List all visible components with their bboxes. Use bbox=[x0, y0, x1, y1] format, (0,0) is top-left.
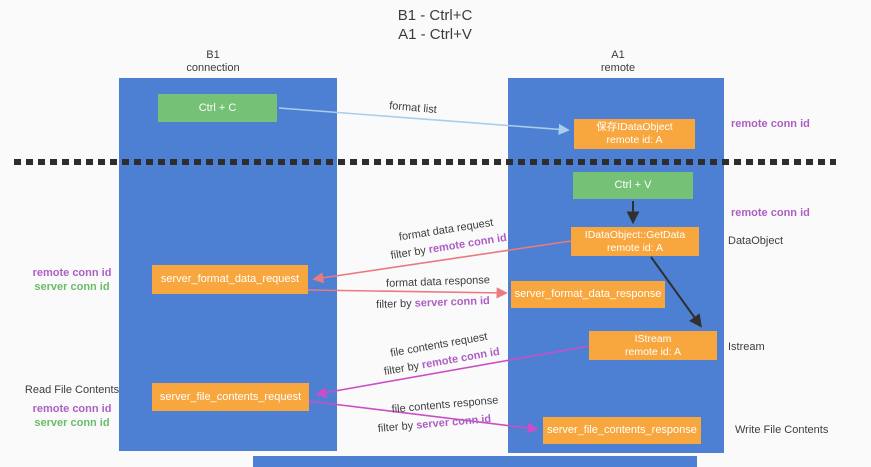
ctrl-c-box: Ctrl + C bbox=[158, 94, 277, 122]
save-idataobject-box: 保存IDataObject remote id: A bbox=[574, 119, 695, 149]
format-data-response-arrow bbox=[307, 287, 508, 299]
server-file-contents-request-box: server_file_contents_request bbox=[152, 383, 309, 411]
server-format-data-request-box: server_format_data_request bbox=[152, 265, 308, 294]
dataobject-label: DataObject bbox=[728, 235, 784, 247]
ctrl-v-label: Ctrl + V bbox=[614, 179, 652, 191]
file-contents-request-label: file contents request filter byremote co… bbox=[366, 325, 515, 384]
filter-by-text: filter by bbox=[389, 244, 427, 263]
server-file-contents-request-label: server_file_contents_request bbox=[159, 390, 302, 403]
left-remote-conn-id-bottom: remote conn id bbox=[32, 403, 112, 415]
write-file-contents-label: Write File Contents bbox=[735, 424, 829, 436]
column-b1-name: B1 bbox=[206, 49, 220, 61]
left-server-conn-id-top: server conn id bbox=[34, 281, 110, 293]
column-header-b1: B1 connection bbox=[163, 49, 263, 75]
istream-line2: remote id: A bbox=[624, 345, 682, 358]
column-a1-role: remote bbox=[600, 62, 636, 74]
page-title: B1 - Ctrl+C A1 - Ctrl+V bbox=[350, 6, 520, 44]
column-b1-role: connection bbox=[186, 62, 240, 74]
save-idataobject-line1: 保存IDataObject bbox=[596, 121, 673, 133]
bottom-partial-shape bbox=[253, 456, 697, 467]
istream-box: IStream remote id: A bbox=[589, 331, 717, 360]
getdata-line1: IDataObject::GetData bbox=[584, 228, 686, 241]
title-line-2: A1 - Ctrl+V bbox=[398, 26, 472, 43]
format-list-label: format list bbox=[388, 99, 438, 117]
format-data-request-label: format data request filter byremote conn… bbox=[373, 211, 522, 267]
right-remote-conn-id-mid: remote conn id bbox=[731, 207, 810, 219]
filter-by-text: filter by bbox=[377, 419, 414, 435]
column-header-a1: A1 remote bbox=[568, 49, 668, 75]
save-idataobject-line2: remote id: A bbox=[606, 134, 663, 146]
server-file-contents-response-label: server_file_contents_response bbox=[547, 424, 697, 436]
server-conn-id-text: server conn id bbox=[415, 413, 492, 432]
istream-side-label: Istream bbox=[728, 341, 765, 353]
filter-by-text: filter by bbox=[375, 297, 412, 311]
ctrl-v-box: Ctrl + V bbox=[573, 172, 693, 199]
column-a1-name: A1 bbox=[611, 49, 625, 61]
server-file-contents-response-box: server_file_contents_response bbox=[543, 417, 701, 444]
getdata-line2: remote id: A bbox=[606, 241, 664, 254]
filter-by-text: filter by bbox=[383, 359, 421, 378]
dashed-separator bbox=[14, 159, 836, 165]
title-line-1: B1 - Ctrl+C bbox=[397, 7, 473, 24]
server-format-data-response-box: server_format_data_response bbox=[511, 281, 665, 308]
server-format-data-response-label: server_format_data_response bbox=[514, 288, 662, 300]
left-remote-conn-id-top: remote conn id bbox=[32, 267, 112, 279]
ctrl-c-label: Ctrl + C bbox=[198, 101, 237, 114]
format-data-response-label: format data response bbox=[385, 274, 491, 290]
istream-line1: IStream bbox=[634, 332, 672, 345]
server-conn-id-text: server conn id bbox=[414, 295, 491, 310]
read-file-contents-label: Read File Contents bbox=[24, 384, 120, 396]
idataobject-getdata-box: IDataObject::GetData remote id: A bbox=[571, 227, 699, 256]
left-server-conn-id-bottom: server conn id bbox=[34, 417, 110, 429]
right-remote-conn-id-top: remote conn id bbox=[731, 118, 810, 130]
server-format-data-request-label: server_format_data_request bbox=[160, 273, 300, 285]
